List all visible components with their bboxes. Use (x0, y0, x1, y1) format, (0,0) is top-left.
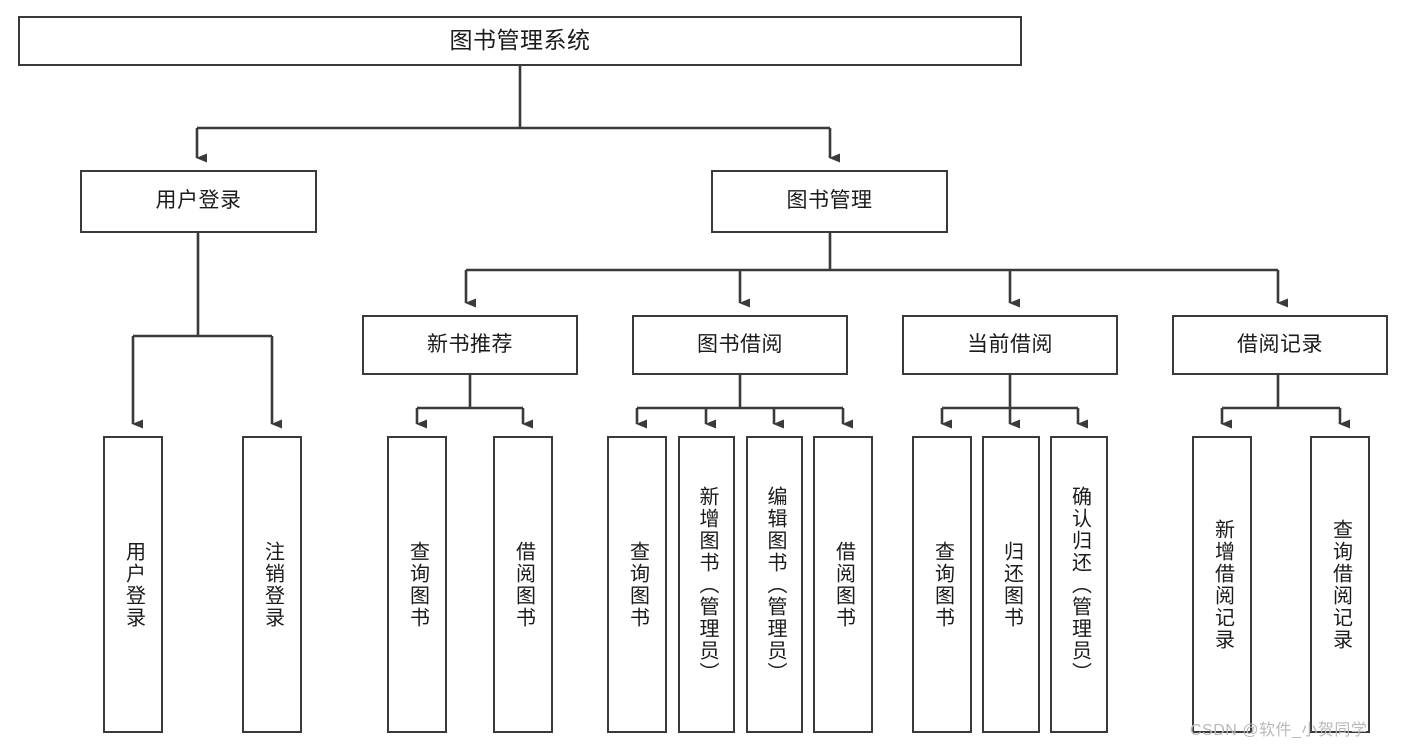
node-borrow-record[interactable]: 借阅记录 (1172, 315, 1388, 375)
leaf-edit-book-admin[interactable]: 编辑图书（管理员） (746, 436, 803, 733)
leaf-borrow-book-borrow-label: 借阅图书 (832, 540, 855, 629)
leaf-query-book-current-label: 查询图书 (931, 540, 954, 629)
leaf-query-book-recommend[interactable]: 查询图书 (387, 436, 447, 733)
leaf-add-book-admin[interactable]: 新增图书（管理员） (678, 436, 735, 733)
node-root[interactable]: 图书管理系统 (18, 16, 1022, 66)
leaf-return-book[interactable]: 归还图书 (982, 436, 1040, 733)
leaf-logout[interactable]: 注销登录 (242, 436, 302, 733)
node-user-login[interactable]: 用户登录 (80, 170, 317, 233)
node-new-book-recommend[interactable]: 新书推荐 (362, 315, 578, 375)
leaf-confirm-return-admin-label: 确认归还（管理员） (1068, 485, 1091, 684)
leaf-query-book-borrow-label: 查询图书 (626, 540, 649, 629)
leaf-query-borrow-record-label: 查询借阅记录 (1329, 518, 1352, 651)
leaf-logout-label: 注销登录 (261, 540, 284, 629)
leaf-borrow-book-recommend[interactable]: 借阅图书 (493, 436, 553, 733)
leaf-add-borrow-record[interactable]: 新增借阅记录 (1192, 436, 1252, 733)
leaf-query-book-current[interactable]: 查询图书 (912, 436, 972, 733)
leaf-query-borrow-record[interactable]: 查询借阅记录 (1310, 436, 1370, 733)
leaf-add-book-admin-label: 新增图书（管理员） (696, 485, 718, 684)
node-user-login-label: 用户登录 (155, 189, 242, 213)
node-root-label: 图书管理系统 (449, 27, 591, 54)
leaf-user-login-label: 用户登录 (122, 540, 145, 629)
node-current-borrow-label: 当前借阅 (967, 332, 1053, 356)
leaf-user-login[interactable]: 用户登录 (103, 436, 163, 733)
node-book-manage-label: 图书管理 (786, 189, 873, 213)
leaf-borrow-book-borrow[interactable]: 借阅图书 (813, 436, 873, 733)
node-book-borrow-label: 图书借阅 (697, 332, 783, 356)
node-current-borrow[interactable]: 当前借阅 (902, 315, 1118, 375)
leaf-confirm-return-admin[interactable]: 确认归还（管理员） (1050, 436, 1108, 733)
leaf-add-borrow-record-label: 新增借阅记录 (1211, 518, 1234, 651)
leaf-edit-book-admin-label: 编辑图书（管理员） (764, 485, 786, 684)
node-new-book-recommend-label: 新书推荐 (427, 332, 513, 356)
leaf-return-book-label: 归还图书 (1000, 540, 1023, 629)
leaf-query-book-recommend-label: 查询图书 (406, 540, 429, 629)
node-borrow-record-label: 借阅记录 (1237, 332, 1323, 356)
node-book-borrow[interactable]: 图书借阅 (632, 315, 848, 375)
leaf-borrow-book-recommend-label: 借阅图书 (512, 540, 535, 629)
node-book-manage[interactable]: 图书管理 (711, 170, 948, 233)
leaf-query-book-borrow[interactable]: 查询图书 (607, 436, 667, 733)
